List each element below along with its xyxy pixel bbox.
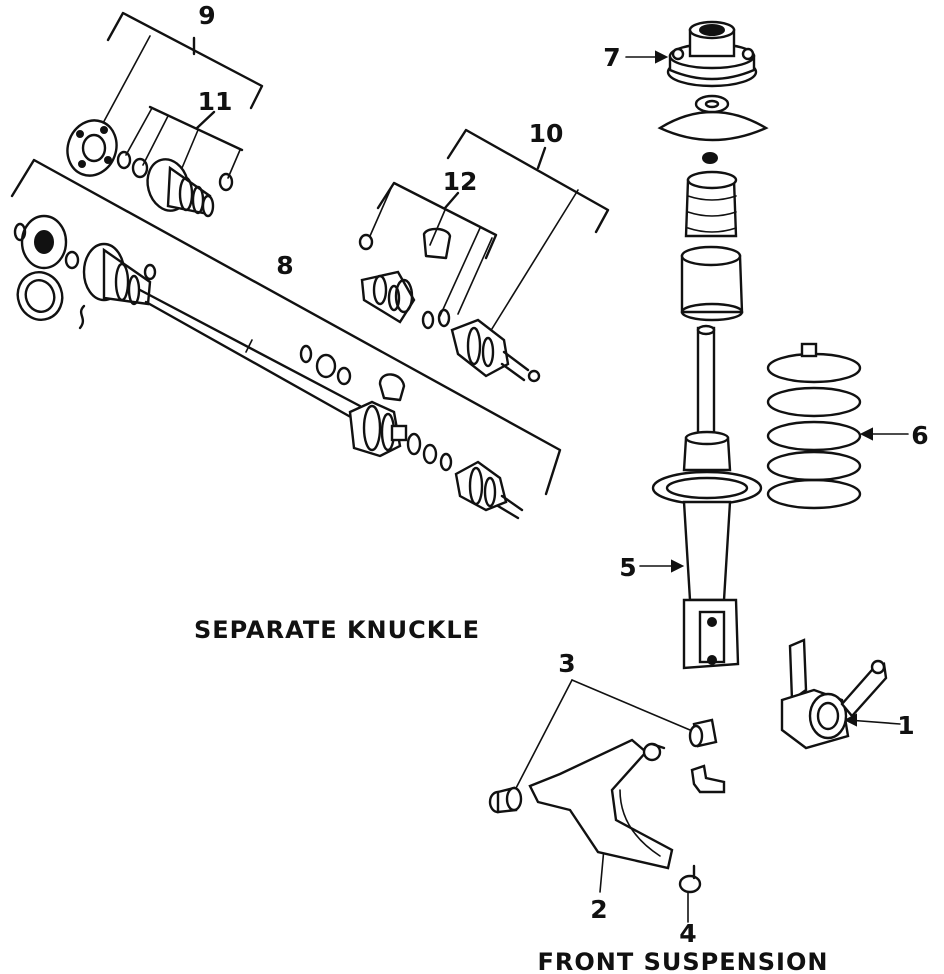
cv-joint-boot-11 (146, 158, 215, 218)
leader-lines (101, 35, 909, 923)
callout-9: 9 (198, 1, 215, 30)
strut-mount-7 (666, 20, 758, 88)
bracket-8 (10, 158, 562, 496)
strut-5 (651, 324, 763, 670)
control-arm-2 (528, 738, 674, 870)
dust-boot (680, 245, 744, 322)
dust-shield (16, 271, 64, 321)
inner-joint-housing (454, 460, 524, 520)
caption-separate-knuckle: SEPARATE KNUCKLE (194, 616, 480, 644)
callout-10: 10 (529, 119, 564, 148)
bracket-10 (446, 128, 610, 234)
shaft-rings (299, 344, 406, 402)
callout-1: 1 (897, 711, 914, 740)
inner-cv-joint (348, 400, 453, 472)
bump-stop (684, 152, 738, 238)
boot-kit-12 (358, 227, 452, 330)
bushing-3-front (488, 786, 523, 814)
bracket-11 (148, 105, 244, 152)
ball-joint-4 (678, 864, 702, 894)
bracket-12 (376, 181, 498, 260)
stabilizer-clamp (690, 764, 726, 794)
steering-knuckle-1 (780, 638, 888, 750)
callout-5: 5 (619, 553, 636, 582)
callout-11: 11 (198, 87, 233, 116)
caption-front-suspension: FRONT SUSPENSION (538, 948, 829, 974)
callout-12: 12 (443, 167, 478, 196)
coil-spring-6 (766, 342, 862, 510)
callout-7: 7 (603, 43, 620, 72)
circlip (78, 304, 86, 330)
bracket-9 (106, 11, 264, 110)
outer-cv-joint (82, 242, 157, 306)
callout-6: 6 (911, 421, 928, 450)
callout-4: 4 (679, 919, 696, 948)
inner-cv-joint-10 (450, 318, 541, 383)
cv-flange-9 (66, 119, 118, 177)
spring-seat (657, 94, 769, 142)
callout-8: 8 (276, 251, 293, 280)
small-rings-11 (116, 150, 234, 192)
axle-shaft-8 (138, 288, 362, 422)
callout-3: 3 (558, 649, 575, 678)
bushing-3-rear (688, 718, 718, 748)
callout-2: 2 (590, 895, 607, 924)
hub-flange (13, 214, 80, 270)
